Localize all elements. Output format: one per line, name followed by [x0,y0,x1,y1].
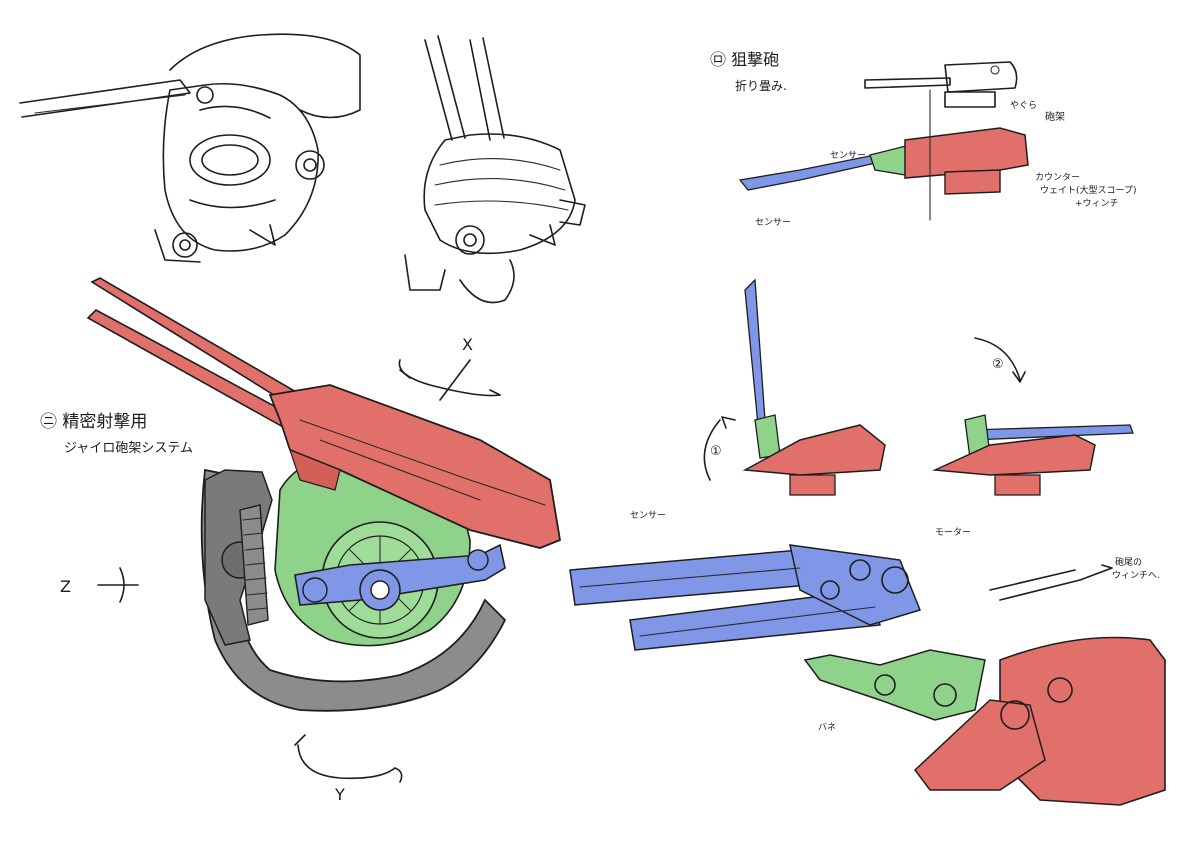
axis-label-y: Y [334,785,345,804]
barrel-cluster-blue [569,544,922,651]
yagura-label: やぐら [1010,100,1037,111]
winch-label-line1: 砲尾の [1115,556,1142,568]
support-label: 砲架 [1045,110,1065,123]
counterweight-label-line1: カウンター [1035,172,1080,183]
rotation-axis-x: X [398,335,501,401]
step-2-marker: ② [992,357,1004,372]
rotation-axis-z: Z [60,567,139,603]
gyro-turret-colored [86,277,562,712]
spring-label: バネ [818,722,836,733]
counterweight-label-line3: +ウィンチ [1075,198,1119,209]
sniper-sensor-label-top: センサー [830,150,866,161]
step-1-marker: ① [710,444,722,459]
gyro-title-line1: ㋥ 精密射撃用 [40,412,147,432]
deploy-step-2: ② [932,337,1134,496]
breech-red [913,636,1166,806]
rotation-axis-y: Y [294,734,403,804]
axis-label-z: Z [60,577,71,596]
turret-sketch-topcenter [404,35,586,304]
counterweight-label-line2: ウェイト(大型スコープ) [1040,184,1136,196]
deploy-step-1: ① [703,278,886,496]
winch-label-line2: ウィンチへ. [1112,570,1160,581]
cluster-sensor-label: センサー [630,510,666,521]
gyro-title-line2: ジャイロ砲架システム [64,441,193,456]
sniper-gun-folded [738,89,1029,221]
scope-sketch [864,61,1018,108]
winch-arrow [1079,564,1113,581]
sniper-title-line1: ㋺ 狙撃砲 [710,50,779,69]
axis-label-x: X [462,335,473,354]
linkage-green [803,569,1081,721]
turret-sketch-topleft [19,33,361,263]
motor-label: モーター [935,527,971,538]
sniper-title-line2: 折り畳み. [735,78,787,93]
sniper-sensor-label-bottom: センサー [755,217,791,228]
